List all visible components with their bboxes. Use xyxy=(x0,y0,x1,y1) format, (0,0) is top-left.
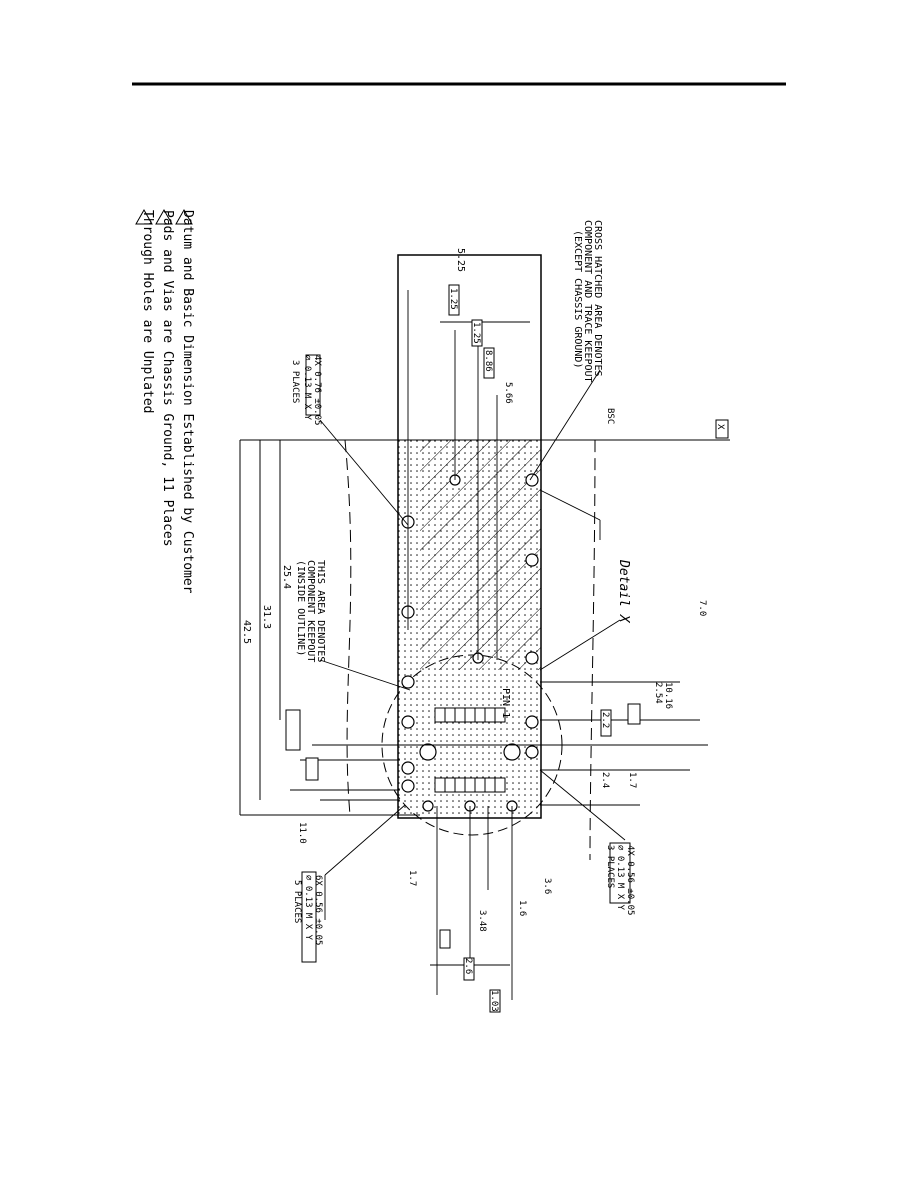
dim-42: 42.5 xyxy=(241,620,252,644)
crosshatch-area xyxy=(420,440,541,670)
hole xyxy=(525,553,539,567)
dotted-note-line-2: COMPONENT KEEPOUT xyxy=(305,560,316,662)
dim-3: 8.86 xyxy=(483,350,493,372)
hole xyxy=(503,743,521,761)
connector-pad-row-top xyxy=(434,707,506,723)
dim-14: 1.7 xyxy=(627,772,637,788)
callout-top-1: 4X 0.76 ±0.05 xyxy=(312,355,322,425)
callout-top-2: ⌀ 0.13 M X Y xyxy=(302,355,312,421)
dim-10: 1.6 xyxy=(517,900,527,916)
note-1: Datum and Basic Dimension Established by… xyxy=(180,210,195,594)
callout-bl-2: ⌀ 0.13 M X Y xyxy=(303,875,313,941)
callout-br-1: 4X 0.56 ±0.05 xyxy=(625,845,635,915)
dim-6: 2.6 xyxy=(463,958,473,974)
dim-9: 3.6 xyxy=(542,878,552,894)
dashed-curve-left xyxy=(344,439,352,816)
dim-16: 7.0 xyxy=(697,600,707,616)
hole xyxy=(401,675,415,689)
pin-1-label: PIN 1 xyxy=(500,688,511,718)
callout-top-3: 3 PLACES xyxy=(290,360,300,403)
callout-br-3: 3 PLACES xyxy=(605,845,615,888)
dim-1: 1.25 xyxy=(448,288,458,310)
hole xyxy=(401,761,415,775)
hole xyxy=(525,745,539,759)
dim-15: 2.4 xyxy=(600,772,610,788)
dashed-curve-right xyxy=(589,439,596,861)
connector-pad-row-bottom xyxy=(434,777,506,793)
callout-bl-3: 5 PLACES xyxy=(292,880,302,923)
dim-13: 2.2 xyxy=(600,712,610,728)
hole xyxy=(401,779,415,793)
dim-5: 11.0 xyxy=(297,822,307,844)
dim-2: 1.25 xyxy=(471,322,481,344)
dotted-note-line-1: THIS AREA DENOTES xyxy=(315,560,326,662)
hole xyxy=(419,743,437,761)
hole xyxy=(401,715,415,729)
callout-bl-1: 6X 0.56 ±0.05 xyxy=(313,875,323,945)
dim-11: 1.03 xyxy=(489,990,499,1012)
dim-width: 5.25 xyxy=(455,248,466,272)
dotted-note-line-3: (INSIDE OUTLINE) xyxy=(295,560,306,656)
dim-31: 31.3 xyxy=(261,605,272,629)
hole xyxy=(525,651,539,665)
note-3: Through Holes are Unplated xyxy=(140,210,155,414)
dim-8: 3.48 xyxy=(477,910,487,932)
callout-br-2: ⌀ 0.13 M X Y xyxy=(615,845,625,911)
crosshatch-note-line-3: (EXCEPT CHASSIS GROUND) xyxy=(572,230,583,368)
crosshatch-note-line-2: COMPONENT AND TRACE KEEPOUT xyxy=(582,220,593,383)
dim-spacing: 2.54 xyxy=(653,682,663,704)
note-2: Pads and Vias are Chassis Ground, 11 Pla… xyxy=(160,210,175,547)
dim-7: 1.7 xyxy=(407,870,417,886)
hole xyxy=(422,800,434,812)
dim-12: 10.16 xyxy=(663,682,673,709)
hole xyxy=(525,715,539,729)
datum-x-label: X xyxy=(715,424,725,430)
dim-25: 25.4 xyxy=(281,565,292,589)
dim-4: 5.66 xyxy=(503,382,513,404)
detail-x-label: Detail X xyxy=(616,559,631,624)
crosshatch-note-line-1: CROSS HATCHED AREA DENOTES xyxy=(592,220,603,377)
hole xyxy=(525,473,539,487)
dim-basic: BSC xyxy=(605,408,615,424)
